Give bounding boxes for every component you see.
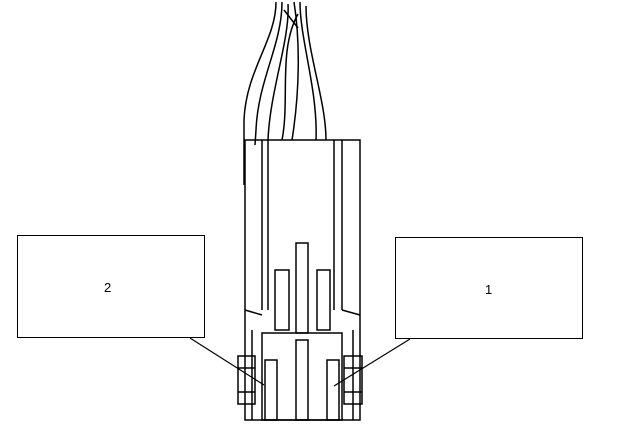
callout-box-1 <box>395 237 583 339</box>
leader-lines <box>189 337 411 387</box>
callout-box-2 <box>17 235 205 338</box>
connector-terminals <box>274 242 331 334</box>
callout-label-1: 1 <box>485 282 493 297</box>
wire-bundle <box>243 1 327 185</box>
callout-label-2: 2 <box>104 280 112 295</box>
locking-tab-left <box>237 355 256 405</box>
connector-lock-section <box>251 330 354 421</box>
